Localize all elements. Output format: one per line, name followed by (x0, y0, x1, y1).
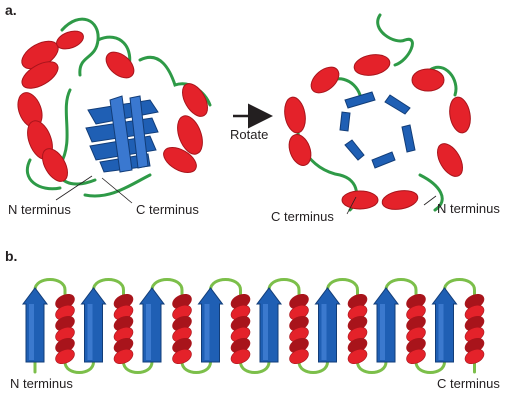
beta-strand-highlight-7 (380, 304, 385, 360)
right-n-terminus-label: N terminus (437, 201, 500, 216)
alpha-helix-7-coil-6 (406, 348, 426, 365)
tim-barrel-top-view (284, 13, 471, 212)
c-terminus-pointer-right (346, 196, 357, 215)
c-terminus-pointer-left (101, 177, 133, 204)
alpha-helix-1-coil-6 (55, 348, 75, 365)
alpha-helix-2-coil-6 (113, 348, 134, 365)
beta-strand-3 (139, 287, 165, 363)
n-terminus-pointer-right (423, 195, 437, 206)
beta-strand-6 (314, 287, 341, 363)
beta-strand-7 (373, 287, 399, 363)
right-c-terminus-label: C terminus (271, 209, 334, 224)
topology-n-terminus-label: N terminus (10, 376, 73, 391)
alpha-helix-6-coil-6 (347, 348, 368, 365)
alpha-helix-4-coil-6 (230, 348, 251, 365)
panel-b-label: b. (5, 248, 18, 264)
alpha-helix-8-coil-6 (464, 348, 485, 365)
beta-strand-highlight-5 (263, 304, 268, 360)
beta-strand-highlight-1 (29, 304, 34, 360)
n-terminus-pointer-left (55, 175, 93, 201)
beta-strand-highlight-6 (321, 304, 327, 360)
panel-a-label: a. (5, 2, 17, 18)
beta-strand-highlight-8 (438, 304, 444, 360)
beta-strand-4 (197, 287, 224, 363)
left-n-terminus-label: N terminus (8, 202, 71, 217)
beta-strand-2 (80, 287, 107, 363)
alpha-helix-5-coil-6 (289, 348, 309, 365)
beta-strand-8 (431, 287, 458, 363)
beta-strand-highlight-4 (204, 304, 210, 360)
beta-strand-1 (22, 287, 48, 363)
tim-barrel-side-view (17, 17, 212, 198)
left-c-terminus-label: C terminus (136, 202, 199, 217)
beta-strand-5 (256, 287, 282, 363)
rotate-label: Rotate (230, 127, 269, 142)
alpha-helix-3-coil-6 (172, 348, 192, 365)
topology-diagram (22, 278, 485, 374)
beta-strand-highlight-3 (146, 304, 151, 360)
topology-c-terminus-label: C terminus (437, 376, 500, 391)
beta-strand-highlight-2 (87, 304, 93, 360)
topology-loop (33, 278, 476, 374)
